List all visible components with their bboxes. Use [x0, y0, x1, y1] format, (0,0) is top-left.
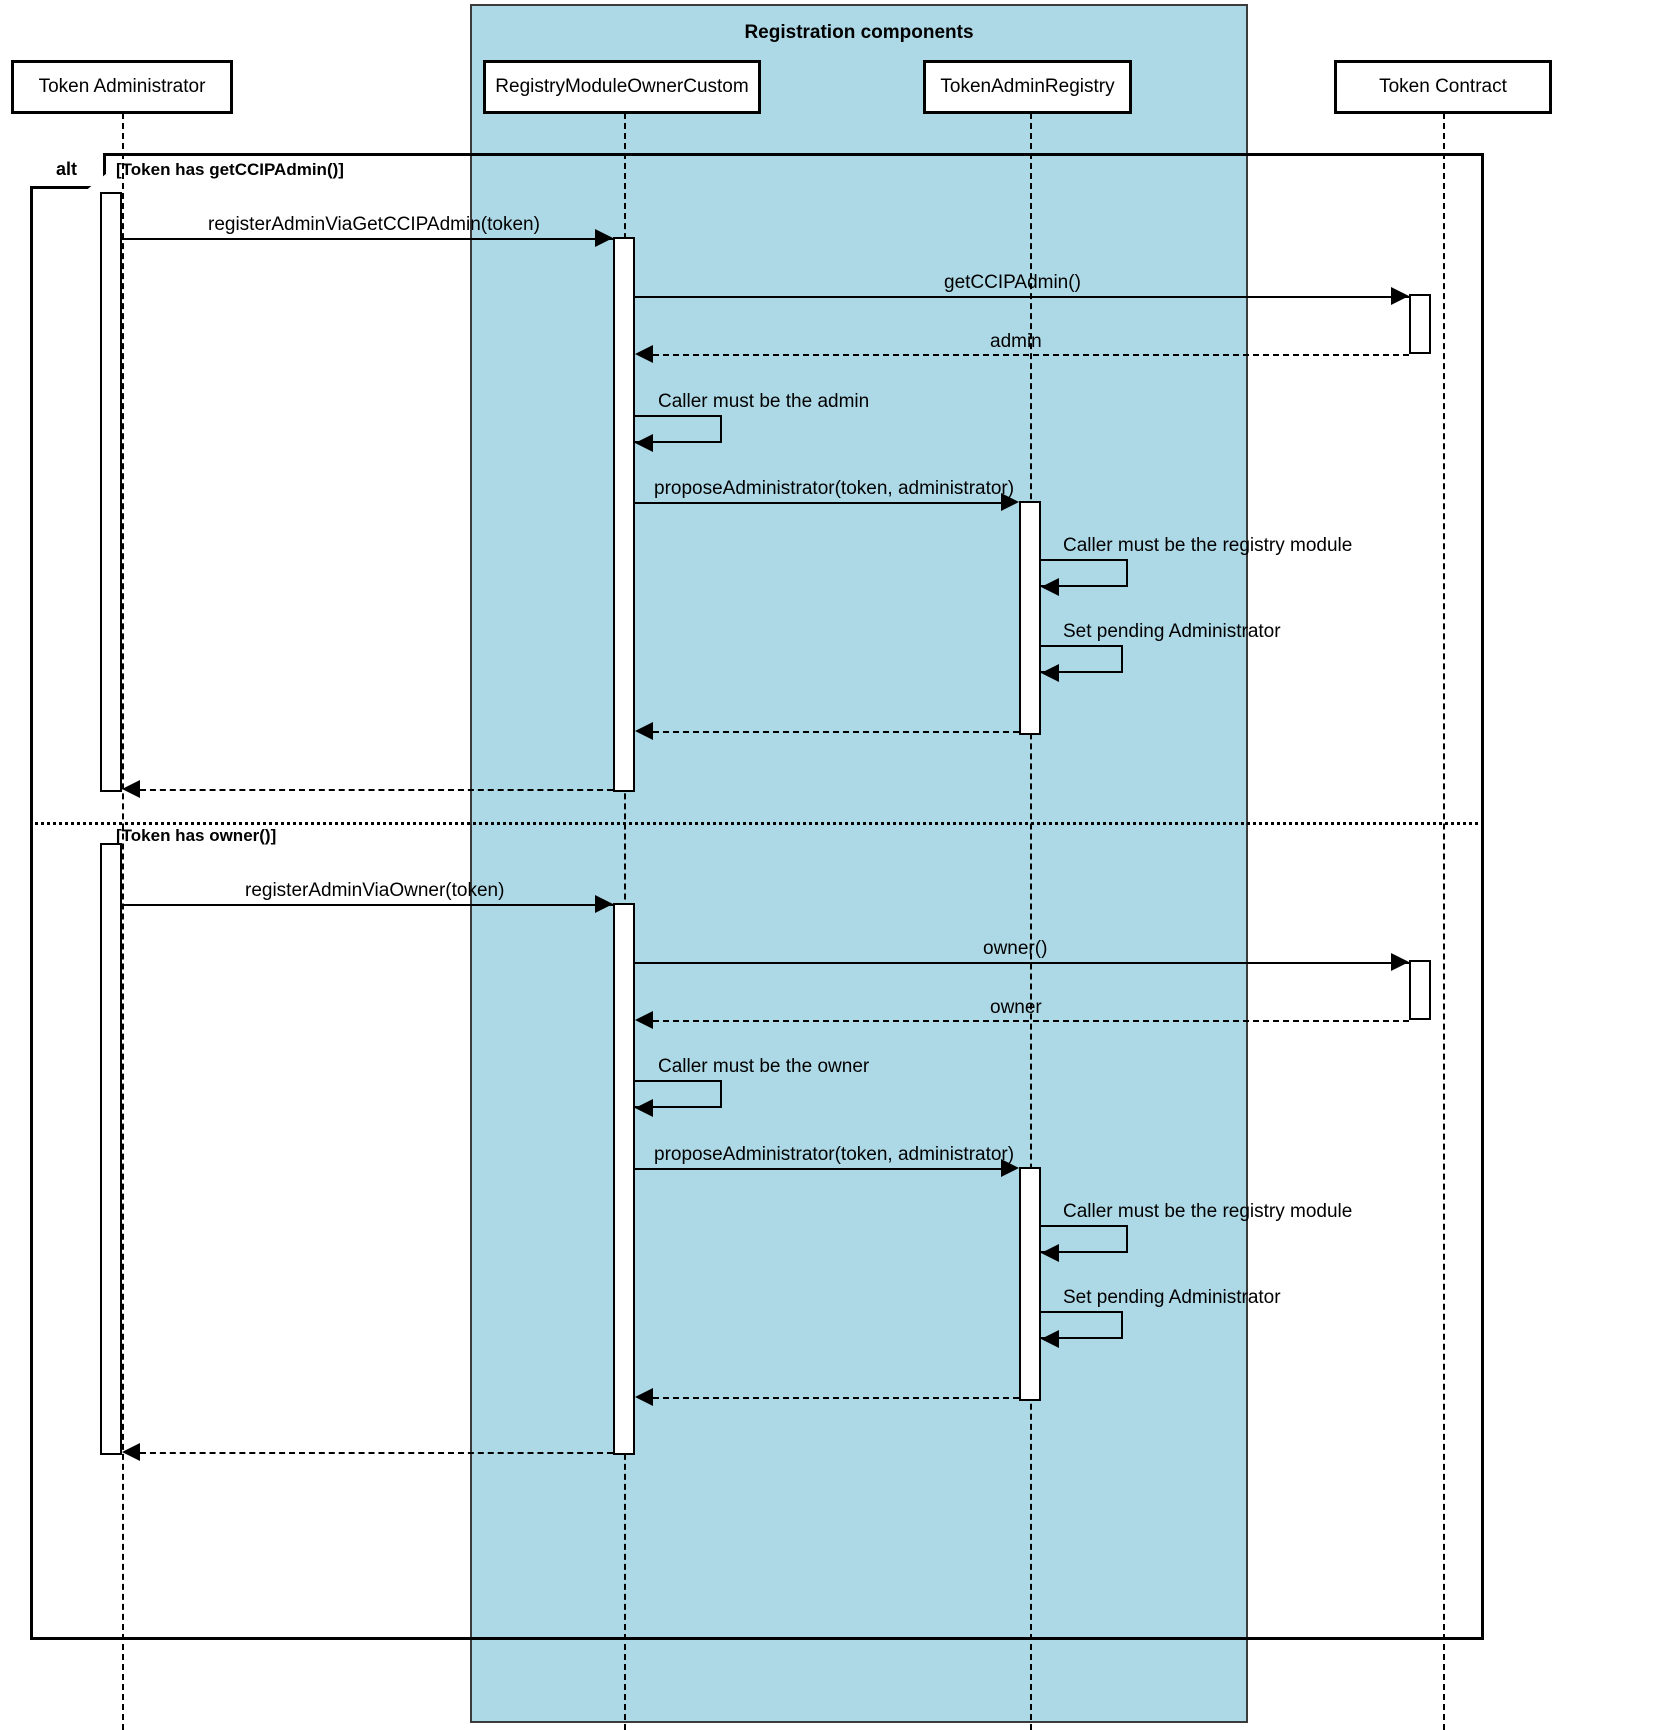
message-label-1: registerAdminViaGetCCIPAdmin(token)	[208, 214, 540, 235]
message-arrowhead-17	[635, 1388, 653, 1406]
self-message-arrowhead-4	[635, 434, 653, 452]
activation-token-contract-2	[1409, 960, 1431, 1020]
message-line-12	[653, 1020, 1409, 1022]
message-label-14: proposeAdministrator(token, administrato…	[654, 1144, 1015, 1165]
participant-label: Token Contract	[1379, 76, 1507, 97]
message-line-2	[635, 296, 1409, 298]
self-message-7	[1041, 645, 1123, 673]
alt-fragment-operator-tab: alt	[30, 153, 106, 189]
message-line-14	[635, 1168, 1001, 1170]
activation-token-contract-1	[1409, 294, 1431, 354]
message-label-2: getCCIPAdmin()	[944, 272, 1081, 293]
participant-label: Token Administrator	[38, 76, 206, 97]
message-label-11: owner()	[983, 938, 1048, 959]
message-label-6: Caller must be the registry module	[1063, 535, 1353, 556]
lifeline-token-contract	[1443, 113, 1445, 1730]
message-label-3: admin	[990, 331, 1042, 352]
self-message-6	[1041, 559, 1128, 587]
message-arrowhead-8	[635, 722, 653, 740]
message-arrowhead-1	[595, 229, 613, 247]
message-label-12: owner	[990, 997, 1042, 1018]
self-message-15	[1041, 1225, 1128, 1253]
message-label-5: proposeAdministrator(token, administrato…	[654, 478, 1015, 499]
participant-token-admin-registry[interactable]: TokenAdminRegistry	[923, 60, 1132, 114]
activation-registry-module-owner-custom-1	[613, 237, 635, 792]
message-arrowhead-18	[122, 1443, 140, 1461]
message-arrowhead-3	[635, 345, 653, 363]
self-message-13	[635, 1080, 722, 1108]
message-line-9	[140, 789, 613, 791]
message-arrowhead-2	[1391, 287, 1409, 305]
message-line-18	[140, 1452, 613, 1454]
message-arrowhead-11	[1391, 953, 1409, 971]
message-label-7: Set pending Administrator	[1063, 621, 1281, 642]
self-message-4	[635, 415, 722, 443]
message-line-8	[653, 731, 1019, 733]
participant-token-contract[interactable]: Token Contract	[1334, 60, 1552, 114]
alt-guard-2: [Token has owner()]	[116, 826, 277, 845]
self-message-arrowhead-13	[635, 1099, 653, 1117]
alt-operator-label: alt	[55, 159, 77, 179]
alt-guard-1: [Token has getCCIPAdmin()]	[116, 160, 344, 179]
message-arrowhead-5	[1001, 493, 1019, 511]
self-message-arrowhead-15	[1041, 1244, 1059, 1262]
message-arrowhead-12	[635, 1011, 653, 1029]
message-line-17	[653, 1397, 1019, 1399]
group-title: Registration components	[744, 22, 974, 43]
message-label-10: registerAdminViaOwner(token)	[245, 880, 505, 901]
message-arrowhead-14	[1001, 1159, 1019, 1177]
alt-operand-divider	[30, 822, 1484, 825]
message-label-13: Caller must be the owner	[658, 1056, 870, 1077]
message-line-11	[635, 962, 1409, 964]
message-label-16: Set pending Administrator	[1063, 1287, 1281, 1308]
activation-token-admin-registry-1	[1019, 501, 1041, 735]
activation-token-administrator-1	[100, 192, 122, 792]
lifeline-token-administrator	[122, 113, 124, 1730]
message-line-1	[122, 238, 613, 240]
message-line-5	[635, 502, 1001, 504]
self-message-arrowhead-7	[1041, 664, 1059, 682]
activation-registry-module-owner-custom-2	[613, 903, 635, 1455]
message-label-4: Caller must be the admin	[658, 391, 870, 412]
lifeline-token-admin-registry	[1030, 113, 1032, 1730]
activation-token-administrator-2	[100, 843, 122, 1455]
participant-token-administrator[interactable]: Token Administrator	[11, 60, 233, 114]
participant-label: RegistryModuleOwnerCustom	[495, 76, 749, 97]
alt-fragment-frame	[30, 153, 1484, 1640]
group-registration-components	[470, 4, 1248, 1723]
message-line-10	[122, 904, 613, 906]
message-arrowhead-9	[122, 780, 140, 798]
self-message-arrowhead-16	[1041, 1330, 1059, 1348]
message-label-15: Caller must be the registry module	[1063, 1201, 1353, 1222]
participant-label: TokenAdminRegistry	[940, 76, 1115, 97]
self-message-arrowhead-6	[1041, 578, 1059, 596]
message-line-3	[653, 354, 1409, 356]
activation-token-admin-registry-2	[1019, 1167, 1041, 1401]
message-arrowhead-10	[595, 895, 613, 913]
participant-registry-module-owner-custom[interactable]: RegistryModuleOwnerCustom	[483, 60, 761, 114]
self-message-16	[1041, 1311, 1123, 1339]
